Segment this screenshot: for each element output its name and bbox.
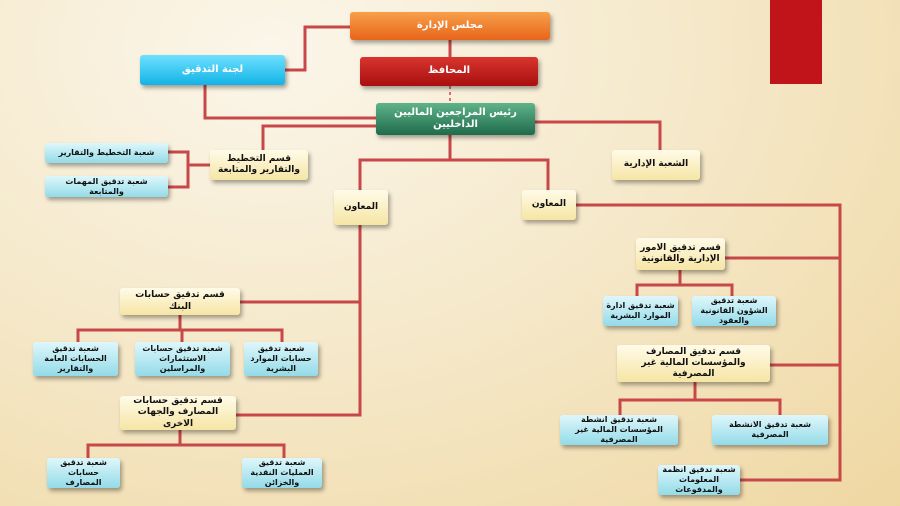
investments-branch-node: شعبة تدقيق حسابات الاستثمارات والمراسلين <box>135 342 230 376</box>
banks-other-dept-node: قسم تدقيق حسابات المصارف والجهات الاخرى <box>120 396 236 430</box>
admin-branch-node: الشعبة الإدارية <box>612 150 700 180</box>
bank-accounts-dept-node: قسم تدقيق حسابات البنك <box>120 288 240 315</box>
governor-node: المحافظ <box>360 57 538 86</box>
banks-fin-dept-node: قسم تدقيق المصارف والمؤسسات المالية غير … <box>617 345 770 382</box>
deputy-left-node: المعاون <box>334 190 388 225</box>
chief-auditor-node: رئيس المراجعين الماليين الداخليين <box>376 103 535 135</box>
nonbank-branch-node: شعبة تدقيق انشطة المؤسسات المالية غير ال… <box>560 415 678 445</box>
decorative-accent-bar <box>770 0 822 84</box>
bank-activities-branch-node: شعبة تدقيق الانشطة المصرفية <box>712 415 828 445</box>
planning-branch-node: شعبة التخطيط والتقارير <box>45 143 168 163</box>
it-payments-branch-node: شعبة تدقيق انظمة المعلومات والمدفوعات <box>658 465 740 495</box>
banks-accounts-branch-node: شعبة تدقيق حسابات المصارف <box>47 458 120 488</box>
hr-admin-branch-node: شعبة تدقيق ادارة الموارد البشرية <box>603 296 678 326</box>
audit-committee-node: لجنة التدقيق <box>140 55 285 85</box>
hr-accounts-branch-node: شعبة تدقيق حسابات الموارد البشرية <box>244 342 318 376</box>
deputy-right-node: المعاون <box>522 190 576 220</box>
planning-dept-node: قسم التخطيط والتقارير والمتابعة <box>210 150 308 180</box>
general-accounts-branch-node: شعبة تدقيق الحسابات العامة والتقارير <box>33 342 118 376</box>
legal-admin-dept-node: قسم تدقيق الامور الإدارية والقانونية <box>636 238 725 270</box>
tasks-branch-node: شعبة تدقيق المهمات والمتابعة <box>45 176 168 197</box>
board-of-directors-node: مجلس الإدارة <box>350 12 550 40</box>
cash-ops-branch-node: شعبة تدقيق العمليات النقدية والخزائن <box>242 458 322 488</box>
legal-branch-node: شعبة تدقيق الشؤون القانونية والعقود <box>692 296 776 326</box>
